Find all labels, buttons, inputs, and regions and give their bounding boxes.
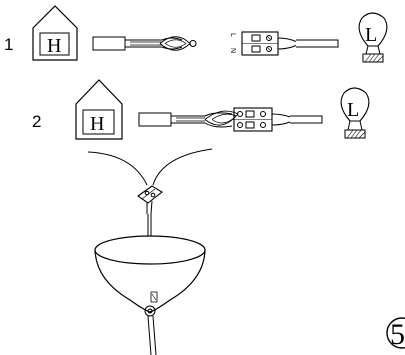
house-letter: H <box>90 113 104 135</box>
house-letter: H <box>47 35 61 57</box>
terminal-label-neutral: N <box>229 48 236 53</box>
terminal-label-live: L <box>229 33 236 37</box>
ceiling-fixture <box>87 148 213 355</box>
terminal-connector <box>137 185 163 215</box>
supply-wire-left <box>87 151 148 186</box>
house-icon: H <box>75 79 123 140</box>
suspension-cable <box>147 315 157 355</box>
lamp-letter: L <box>365 24 377 46</box>
page-number: 5 <box>390 318 405 351</box>
supply-wire-right <box>152 148 213 186</box>
step-2: 2 H <box>32 79 370 140</box>
step-1: 1 H L N <box>4 5 388 63</box>
lamp-cable <box>271 113 323 126</box>
drop-wire <box>147 214 152 236</box>
page-number-badge: 5 <box>386 317 405 351</box>
canopy <box>94 235 206 317</box>
lamp-icon: L <box>358 12 388 63</box>
house-icon: H <box>32 5 78 61</box>
step-1-number: 1 <box>4 35 13 54</box>
cable-connector <box>138 110 239 128</box>
lamp-letter: L <box>347 99 359 121</box>
terminal-block: L N <box>229 31 279 56</box>
terminal-block <box>233 107 273 132</box>
lamp-cable <box>277 37 339 50</box>
lamp-icon: L <box>340 87 370 139</box>
step-2-number: 2 <box>32 112 41 131</box>
cable-connector <box>92 36 197 51</box>
